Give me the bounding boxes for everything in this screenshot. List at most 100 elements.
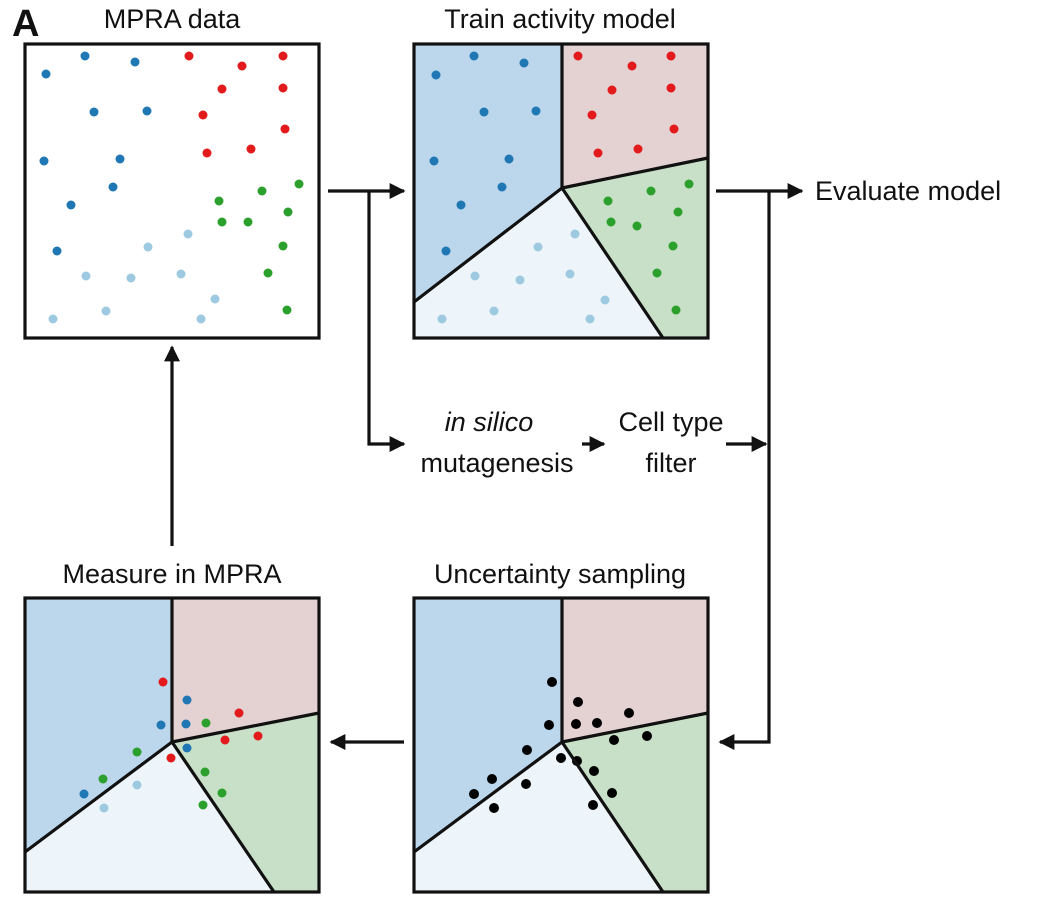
data-point-red bbox=[158, 677, 168, 687]
data-point-red bbox=[627, 61, 637, 71]
data-point-green bbox=[603, 196, 613, 206]
data-point-blue bbox=[156, 720, 166, 730]
region-green bbox=[562, 158, 708, 338]
data-point-green bbox=[668, 241, 678, 251]
train-model-boundaries bbox=[413, 44, 709, 339]
train-model-title: Train activity model bbox=[444, 4, 676, 34]
data-point-lightblue bbox=[585, 314, 595, 324]
decision-boundary bbox=[560, 187, 665, 339]
data-point-blue bbox=[497, 182, 507, 192]
measure-in-mpra-title: Measure in MPRA bbox=[62, 559, 281, 589]
region-blue bbox=[414, 598, 562, 852]
data-point-red bbox=[669, 124, 679, 134]
uncertainty-boundaries bbox=[413, 598, 709, 893]
data-point-red bbox=[184, 51, 194, 61]
candidate-point bbox=[624, 708, 634, 718]
data-point-green bbox=[652, 268, 662, 278]
data-point-blue bbox=[504, 154, 514, 164]
data-point-lightblue bbox=[470, 271, 480, 281]
candidate-point bbox=[571, 719, 581, 729]
region-red bbox=[172, 598, 319, 742]
train-model-points bbox=[429, 51, 694, 324]
candidate-point bbox=[544, 720, 554, 730]
data-point-blue bbox=[469, 51, 479, 61]
candidate-point bbox=[609, 735, 619, 745]
data-point-lightblue bbox=[565, 269, 575, 279]
data-point-lightblue bbox=[99, 803, 109, 813]
data-point-blue bbox=[52, 246, 62, 256]
data-point-blue bbox=[80, 51, 90, 61]
region-green bbox=[172, 713, 319, 892]
data-point-green bbox=[214, 196, 224, 206]
data-point-blue bbox=[431, 70, 441, 80]
data-point-red bbox=[280, 124, 290, 134]
data-point-green bbox=[673, 207, 683, 217]
data-point-green bbox=[294, 179, 304, 189]
data-point-red bbox=[253, 731, 263, 741]
data-point-blue bbox=[479, 107, 489, 117]
data-point-lightblue bbox=[81, 271, 91, 281]
data-point-blue bbox=[108, 182, 118, 192]
data-point-red bbox=[666, 83, 676, 93]
data-point-blue bbox=[181, 719, 191, 729]
data-point-blue bbox=[79, 789, 89, 799]
mpra-data-frame bbox=[23, 42, 321, 340]
data-point-blue bbox=[519, 58, 529, 68]
candidate-point bbox=[556, 753, 566, 763]
region-blue bbox=[414, 44, 562, 302]
data-point-blue bbox=[182, 695, 192, 705]
data-point-green bbox=[632, 221, 642, 231]
data-point-red bbox=[666, 51, 676, 61]
mpra-data-panel bbox=[23, 42, 321, 340]
data-point-lightblue bbox=[533, 242, 543, 252]
uncertainty-sampling-title: Uncertainty sampling bbox=[434, 559, 686, 589]
data-point-green bbox=[243, 217, 253, 227]
data-point-lightblue bbox=[176, 269, 186, 279]
data-point-green bbox=[132, 747, 142, 757]
data-point-blue bbox=[182, 743, 192, 753]
data-point-red bbox=[278, 83, 288, 93]
measure-in-mpra-panel bbox=[23, 596, 321, 894]
data-point-green bbox=[217, 788, 227, 798]
measure-frame bbox=[23, 596, 321, 894]
candidate-point bbox=[547, 677, 557, 687]
data-point-lightblue bbox=[183, 229, 193, 239]
data-point-red bbox=[633, 144, 643, 154]
train-model-panel bbox=[412, 42, 710, 340]
data-point-green bbox=[646, 186, 656, 196]
candidate-point bbox=[607, 788, 617, 798]
data-point-red bbox=[220, 735, 230, 745]
data-point-green bbox=[98, 774, 108, 784]
flow-arrows bbox=[164, 183, 804, 750]
data-point-green bbox=[282, 305, 292, 315]
data-point-green bbox=[217, 217, 227, 227]
data-point-lightblue bbox=[126, 273, 136, 283]
data-point-green bbox=[684, 179, 694, 189]
data-point-lightblue bbox=[600, 295, 610, 305]
data-point-red bbox=[573, 51, 583, 61]
loop-line-to-uncertainty bbox=[718, 191, 771, 750]
uncertainty-candidate-points bbox=[469, 677, 652, 813]
data-point-blue bbox=[441, 246, 451, 256]
candidate-point bbox=[592, 718, 602, 728]
region-blue bbox=[25, 598, 172, 852]
data-point-blue bbox=[66, 200, 76, 210]
measure-regions bbox=[25, 598, 319, 892]
data-point-lightblue bbox=[210, 294, 220, 304]
candidate-point bbox=[489, 803, 499, 813]
data-point-red bbox=[202, 148, 212, 158]
data-point-red bbox=[246, 144, 256, 154]
data-point-blue bbox=[41, 69, 51, 79]
data-point-green bbox=[671, 305, 681, 315]
region-green bbox=[562, 713, 708, 892]
data-point-red bbox=[217, 84, 227, 94]
data-point-green bbox=[200, 767, 210, 777]
train-model-frame bbox=[412, 42, 710, 340]
data-point-red bbox=[234, 708, 244, 718]
data-point-blue bbox=[429, 156, 439, 166]
data-point-green bbox=[283, 207, 293, 217]
data-point-lightblue bbox=[570, 229, 580, 239]
data-point-red bbox=[198, 110, 208, 120]
filter-label: filter bbox=[645, 448, 696, 478]
